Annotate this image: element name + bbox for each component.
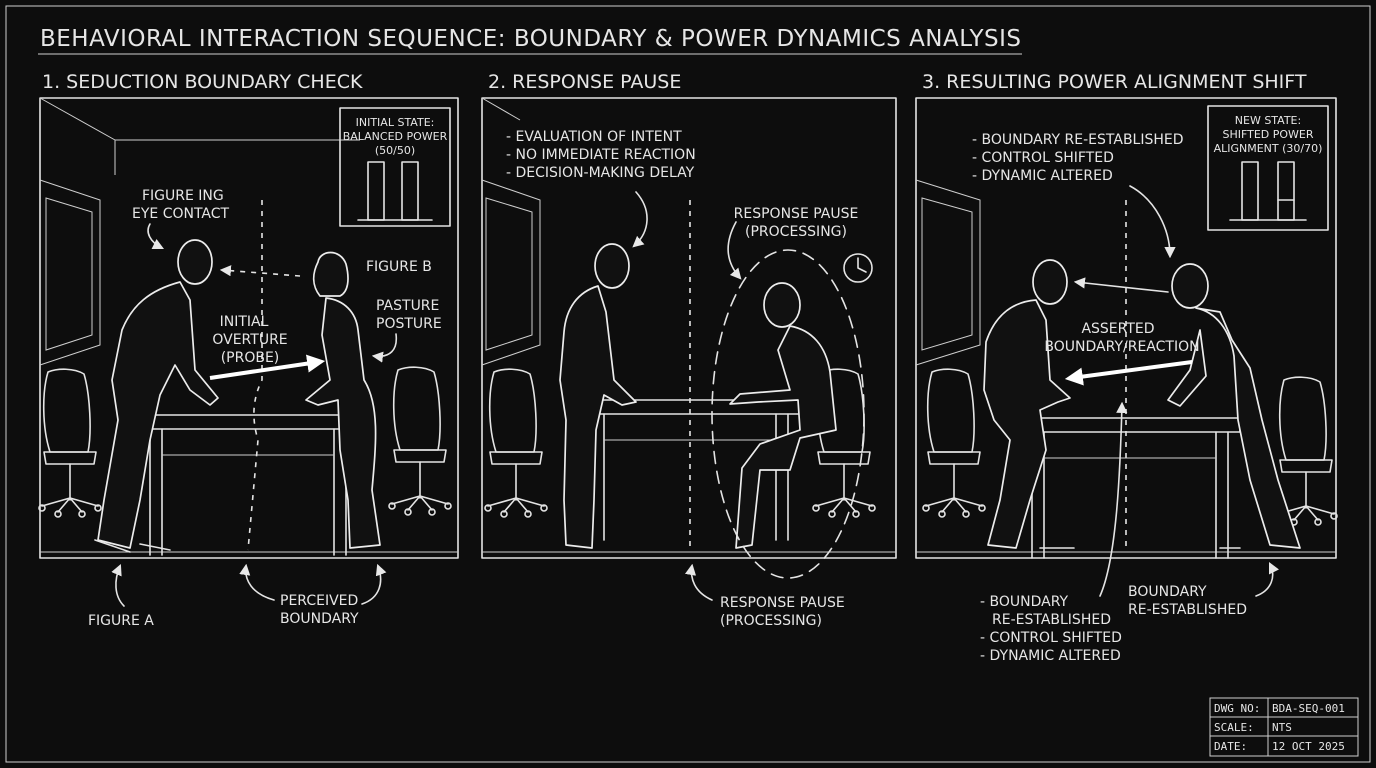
page-title: BEHAVIORAL INTERACTION SEQUENCE: BOUNDAR… — [40, 26, 1022, 52]
asserted-arrow — [1064, 360, 1193, 386]
panel-3-heading: 3. RESULTING POWER ALIGNMENT SHIFT — [922, 71, 1307, 93]
figure-a — [94, 239, 219, 553]
figure-b-asserting — [1167, 263, 1301, 549]
panel-1-table — [137, 414, 359, 556]
clock-icon — [843, 253, 873, 283]
label-posture-2: POSTURE — [376, 316, 442, 332]
label-bottom-note-3: - CONTROL SHIFTED — [980, 630, 1122, 646]
label-asserted-1: ASSERTED — [1081, 321, 1154, 337]
panel-1: 1. SEDUCTION BOUNDARY CHECK INITIAL STAT… — [38, 71, 459, 629]
gaze-arrow — [1073, 277, 1169, 293]
label-figure-b: FIGURE B — [366, 259, 432, 275]
tb-scale-key: SCALE: — [1214, 721, 1254, 734]
svg-text:NEW STATE:: NEW STATE: — [1235, 114, 1301, 127]
tb-scale-value: NTS — [1272, 721, 1292, 734]
label-bottom-note-4: - DYNAMIC ALTERED — [980, 648, 1121, 664]
panel-2: 2. RESPONSE PAUSE - EVALUATION OF INTENT… — [481, 71, 897, 629]
panel-2-room — [481, 97, 541, 366]
note-delay: - DECISION-MAKING DELAY — [506, 165, 695, 181]
label-reestablished-2: RE-ESTABLISHED — [1128, 602, 1247, 618]
label-pause-top-1: RESPONSE PAUSE — [734, 206, 859, 222]
label-pause-bottom-1: RESPONSE PAUSE — [720, 595, 845, 611]
panel-1-chair-right — [388, 366, 452, 516]
label-boundary-1: PERCEIVED — [280, 593, 358, 609]
label-overture-1: INITIAL — [220, 314, 269, 330]
panel-1-frame — [39, 97, 459, 559]
panel-3-state-box: NEW STATE: SHIFTED POWER ALIGNMENT (30/7… — [1207, 105, 1329, 231]
svg-text:SHIFTED POWER: SHIFTED POWER — [1222, 128, 1313, 141]
label-eye-contact-1: FIGURE ING — [142, 188, 224, 204]
sheet-border — [5, 5, 1371, 763]
label-pause-bottom-2: (PROCESSING) — [720, 613, 822, 629]
label-bottom-note-2: RE-ESTABLISHED — [992, 612, 1111, 628]
figure-a-withdrawing — [983, 259, 1075, 549]
title-block: DWG NO: BDA-SEQ-001 SCALE: NTS DATE: 12 … — [1209, 697, 1359, 757]
power-bar-b — [401, 161, 419, 221]
svg-text:ALIGNMENT (30/70): ALIGNMENT (30/70) — [1214, 142, 1323, 155]
label-pause-top-2: (PROCESSING) — [745, 224, 847, 240]
label-eye-contact-2: EYE CONTACT — [132, 206, 230, 222]
note-evaluation: - EVALUATION OF INTENT — [506, 129, 682, 145]
panel-3-room — [915, 179, 981, 366]
panel-1-window — [45, 197, 93, 351]
note-no-reaction: - NO IMMEDIATE REACTION — [506, 147, 696, 163]
svg-text:(50/50): (50/50) — [375, 144, 415, 157]
eye-contact-arrow — [219, 265, 301, 277]
response-pause-ellipse — [711, 249, 865, 579]
tb-dwg-value: BDA-SEQ-001 — [1272, 702, 1345, 715]
svg-text:INITIAL STATE:: INITIAL STATE: — [356, 116, 435, 129]
panel-2-heading: 2. RESPONSE PAUSE — [488, 71, 681, 93]
perceived-boundary-line — [247, 200, 263, 551]
note-reestablished: - BOUNDARY RE-ESTABLISHED — [972, 132, 1184, 148]
label-overture-3: (PROBE) — [221, 350, 280, 366]
panel-3-chair-left — [922, 368, 986, 518]
panel-1-heading: 1. SEDUCTION BOUNDARY CHECK — [42, 71, 363, 93]
label-posture-1: PASTURE — [376, 298, 439, 314]
seated-figure — [729, 282, 837, 549]
label-figure-a: FIGURE A — [88, 613, 154, 629]
power-bar-30 — [1241, 161, 1259, 221]
note-dynamic: - DYNAMIC ALTERED — [972, 168, 1113, 184]
overture-arrow — [209, 354, 326, 380]
panel-1-chair-left — [38, 368, 102, 518]
note-control: - CONTROL SHIFTED — [972, 150, 1114, 166]
label-overture-2: OVERTURE — [212, 332, 287, 348]
panel-1-room — [39, 97, 360, 366]
label-boundary-2: BOUNDARY — [280, 611, 359, 627]
panel-2-frame — [481, 97, 897, 559]
label-bottom-note-1: - BOUNDARY — [980, 594, 1069, 610]
panel-2-chair-left — [484, 368, 548, 518]
tb-dwg-key: DWG NO: — [1214, 702, 1260, 715]
label-reestablished-1: BOUNDARY — [1128, 584, 1207, 600]
panel-1-state-box: INITIAL STATE: BALANCED POWER (50/50) — [339, 107, 451, 227]
power-bar-a — [367, 161, 385, 221]
standing-figure — [559, 243, 637, 549]
panel-3-table — [1019, 417, 1241, 559]
svg-text:BALANCED POWER: BALANCED POWER — [343, 130, 448, 143]
figure-b — [305, 251, 381, 549]
panel-3: 3. RESULTING POWER ALIGNMENT SHIFT NEW S… — [915, 71, 1338, 664]
tb-date-value: 12 OCT 2025 — [1272, 740, 1345, 753]
tb-date-key: DATE: — [1214, 740, 1247, 753]
panel-3-frame — [915, 97, 1337, 559]
label-asserted-2: BOUNDARY/REACTION — [1044, 339, 1199, 355]
power-bar-70 — [1277, 161, 1295, 221]
